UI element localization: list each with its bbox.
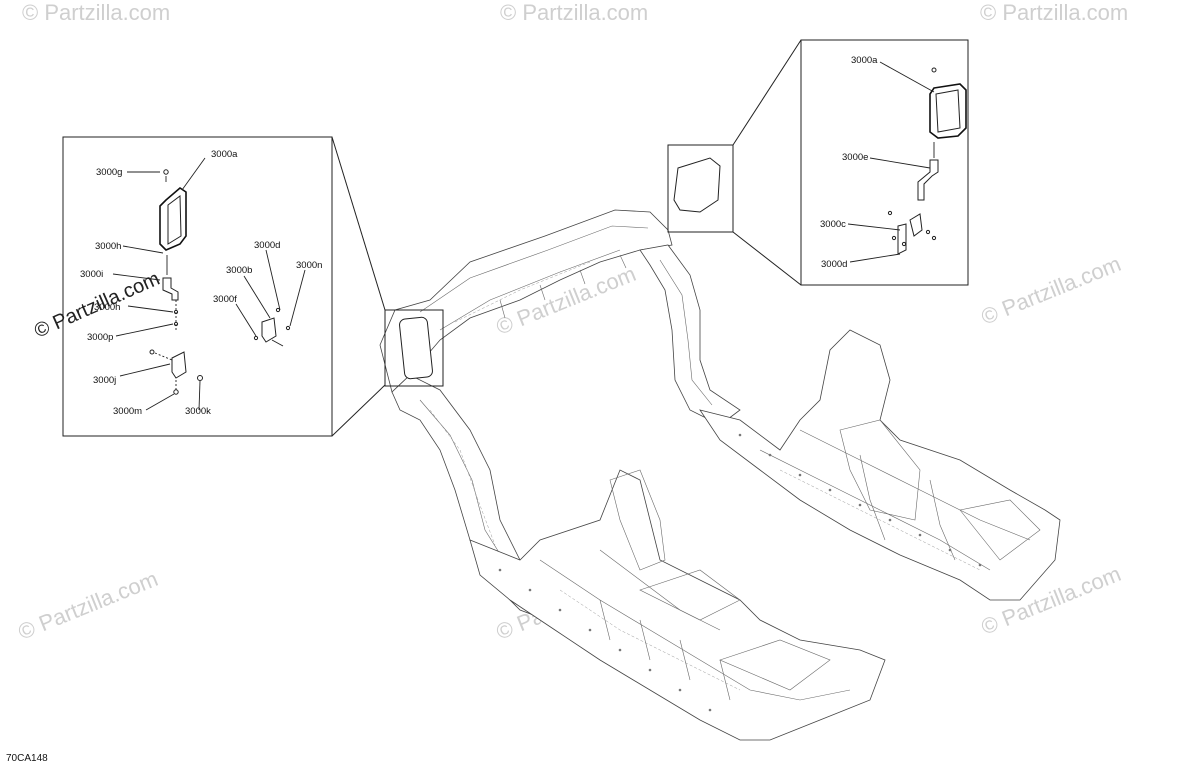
callout-3000m: 3000m xyxy=(113,406,142,417)
callout-3000f: 3000f xyxy=(213,294,237,305)
frame-callout-box xyxy=(384,309,444,387)
callout-3000e: 3000e xyxy=(842,152,868,163)
inset-connector xyxy=(331,136,386,311)
watermark: © Partzilla.com xyxy=(978,251,1125,330)
right-mirror-detail-inset: 3000a 3000e 3000c 3000d xyxy=(667,39,969,286)
right-inset-frame xyxy=(800,39,969,286)
callout-3000n: 3000n xyxy=(296,260,322,271)
callout-3000d: 3000d xyxy=(254,240,280,251)
left-inset-frame xyxy=(62,136,333,437)
watermark: © Partzilla.com xyxy=(500,0,648,25)
callout-3000h: 3000h xyxy=(94,302,120,313)
drawing-code: 70CA148 xyxy=(6,753,48,764)
callout-3000j: 3000j xyxy=(93,375,116,386)
callout-3000d: 3000d xyxy=(821,259,847,270)
inset-connector xyxy=(732,231,802,286)
callout-3000a: 3000a xyxy=(851,55,878,66)
callout-3000b: 3000b xyxy=(226,265,252,276)
watermark: © Partzilla.com xyxy=(980,0,1128,25)
vehicle-frame-drawing xyxy=(379,157,1061,741)
callout-3000g: 3000g xyxy=(96,167,122,178)
frame-callout-box xyxy=(667,144,734,233)
callout-3000p: 3000p xyxy=(87,332,113,343)
callout-3000h: 3000h xyxy=(95,241,121,252)
callout-3000c: 3000c xyxy=(820,219,846,230)
left-mirror-detail-inset: 3000a 3000g 3000h 3000i 3000h 3000p 3000… xyxy=(62,136,444,437)
callout-3000k: 3000k xyxy=(185,406,211,417)
callout-3000a: 3000a xyxy=(211,149,238,160)
inset-connector xyxy=(331,384,386,437)
callout-3000i: 3000i xyxy=(80,269,103,280)
inset-connector xyxy=(732,39,802,146)
watermark: © Partzilla.com xyxy=(22,0,170,25)
watermark: © Partzilla.com xyxy=(15,566,162,645)
